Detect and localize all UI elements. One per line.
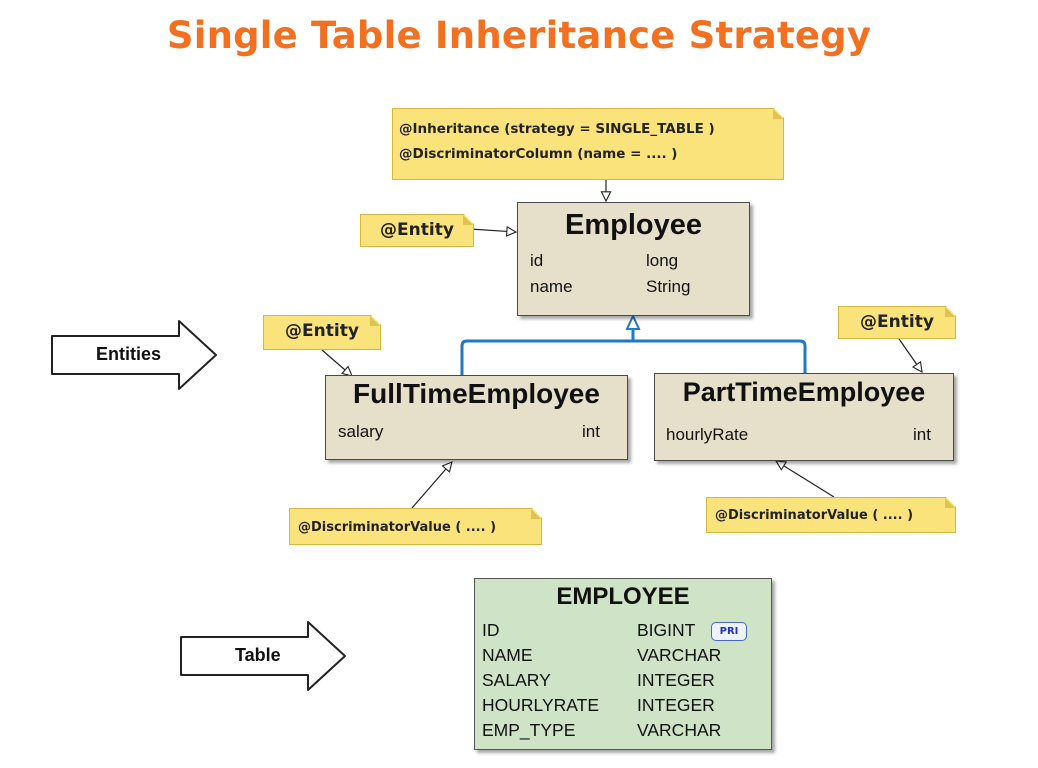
connector-fulltime-discriminator	[411, 462, 452, 509]
entities-arrow	[51, 320, 217, 390]
attribute-type: long	[646, 251, 679, 270]
table-label: Table	[235, 645, 281, 665]
connector-fulltime-entity	[321, 349, 352, 376]
column-name: NAME	[482, 645, 533, 665]
column-type: VARCHAR	[637, 720, 722, 740]
column-name: HOURLYRATE	[482, 695, 600, 715]
primary-key-badge: PRI	[711, 622, 747, 641]
inheritance-note: @Inheritance (strategy = SINGLE_TABLE ) …	[392, 108, 784, 180]
diagram-title: Single Table Inheritance Strategy	[166, 14, 872, 57]
attribute-name: id	[530, 251, 544, 270]
entity-annotation: @Entity	[380, 220, 454, 240]
note-fold	[773, 109, 783, 119]
attribute-type: int	[913, 425, 931, 444]
employee-table: EMPLOYEE ID BIGINT PRI NAME VARCHAR SALA…	[474, 578, 772, 750]
entity-annotation: @Entity	[860, 312, 934, 332]
attribute-name: name	[530, 277, 573, 296]
class-name: Employee	[565, 209, 702, 241]
discriminator-note-fulltime: @DiscriminatorValue ( .... )	[289, 508, 542, 545]
inheritance-annotation: @Inheritance (strategy = SINGLE_TABLE )	[399, 121, 715, 137]
note-fold	[370, 316, 380, 326]
column-type: BIGINT	[637, 620, 696, 640]
attribute-type: int	[582, 422, 600, 441]
column-type: INTEGER	[637, 695, 715, 715]
entities-label: Entities	[96, 344, 162, 364]
discriminator-column-annotation: @DiscriminatorColumn (name = .... )	[399, 146, 678, 162]
column-name: EMP_TYPE	[482, 720, 576, 740]
connector-parttime-discriminator	[776, 461, 835, 498]
attribute-name: salary	[338, 422, 384, 441]
inheritance-line	[460, 339, 807, 375]
discriminator-note-parttime: @DiscriminatorValue ( .... )	[706, 497, 956, 533]
table-arrow	[180, 621, 346, 691]
entity-note-fulltime: @Entity	[263, 315, 381, 350]
inheritance-arrowhead	[625, 313, 641, 330]
note-fold	[531, 509, 541, 519]
class-employee: Employee id long name String	[517, 202, 750, 316]
connector-parttime-entity	[896, 335, 922, 372]
note-fold	[945, 498, 955, 508]
attribute-name: hourlyRate	[666, 425, 749, 444]
column-type: VARCHAR	[637, 645, 722, 665]
class-name: FullTimeEmployee	[353, 378, 600, 409]
table-name: EMPLOYEE	[556, 583, 690, 610]
discriminator-value-annotation: @DiscriminatorValue ( .... )	[715, 508, 914, 523]
column-name: SALARY	[482, 670, 551, 690]
entity-note-parttime: @Entity	[838, 306, 956, 339]
note-fold	[463, 215, 473, 225]
note-fold	[945, 307, 955, 317]
column-type: INTEGER	[637, 670, 715, 690]
attribute-type: String	[646, 277, 691, 296]
class-parttime-employee: PartTimeEmployee hourlyRate int	[654, 373, 954, 461]
class-fulltime-employee: FullTimeEmployee salary int	[325, 375, 628, 460]
column-name: ID	[482, 620, 500, 640]
connector-employee-entity	[469, 229, 516, 232]
entity-note-employee: @Entity	[360, 214, 474, 247]
discriminator-value-annotation: @DiscriminatorValue ( .... )	[298, 520, 497, 535]
class-name: PartTimeEmployee	[682, 377, 926, 407]
entity-annotation: @Entity	[285, 321, 359, 341]
